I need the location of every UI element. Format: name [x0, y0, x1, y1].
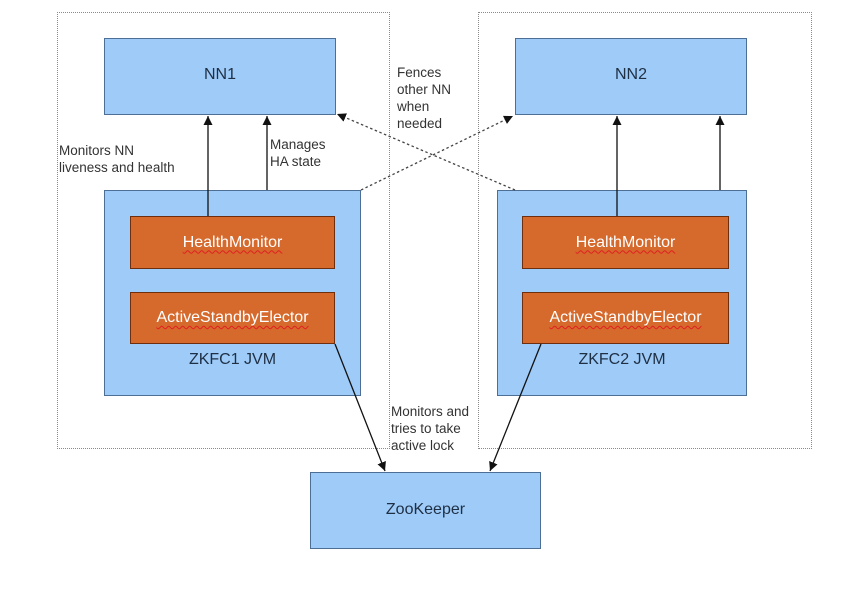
zkfc1-zookeeper-arrow	[334, 343, 386, 472]
zkfc1-health-monitor: HealthMonitor	[130, 216, 335, 269]
fences-annotation: Fences other NN when needed	[397, 65, 452, 131]
monitors-nn-annotation: Monitors NN liveness and health	[59, 143, 175, 175]
fence-nn1-arrow	[336, 113, 516, 191]
nn2-label: NN2	[614, 66, 647, 83]
zkfc2-elector-label: ActiveStandbyElector	[549, 309, 702, 326]
zkfc1-active-standby-elector: ActiveStandbyElector	[130, 292, 335, 344]
nn1-label: NN1	[203, 66, 236, 83]
nn2-box: NN2	[515, 38, 747, 115]
nn1-box: NN1	[104, 38, 336, 115]
manages-ha-annotation: Manages HA state	[270, 137, 326, 169]
zkfc2-jvm-label: ZKFC2 JVM	[578, 351, 666, 368]
zookeeper-box: ZooKeeper	[310, 472, 541, 549]
zkfc2-health-monitor: HealthMonitor	[522, 216, 729, 269]
zkfc2-health-monitor-label: HealthMonitor	[575, 233, 676, 251]
fence-nn2-arrow	[360, 115, 514, 191]
zkfc2-active-standby-elector: ActiveStandbyElector	[522, 292, 729, 344]
left-host-region	[57, 12, 390, 449]
monitors-lock-annotation: Monitors and tries to take active lock	[391, 404, 470, 453]
zkfc1-jvm-label: ZKFC1 JVM	[188, 351, 277, 368]
right-host-region	[478, 12, 812, 449]
zkfc1-health-monitor-label: HealthMonitor	[182, 233, 283, 251]
zkfc2-zookeeper-arrow	[489, 343, 542, 472]
zkfc1-elector-label: ActiveStandbyElector	[156, 309, 309, 326]
zookeeper-label: ZooKeeper	[385, 501, 466, 518]
